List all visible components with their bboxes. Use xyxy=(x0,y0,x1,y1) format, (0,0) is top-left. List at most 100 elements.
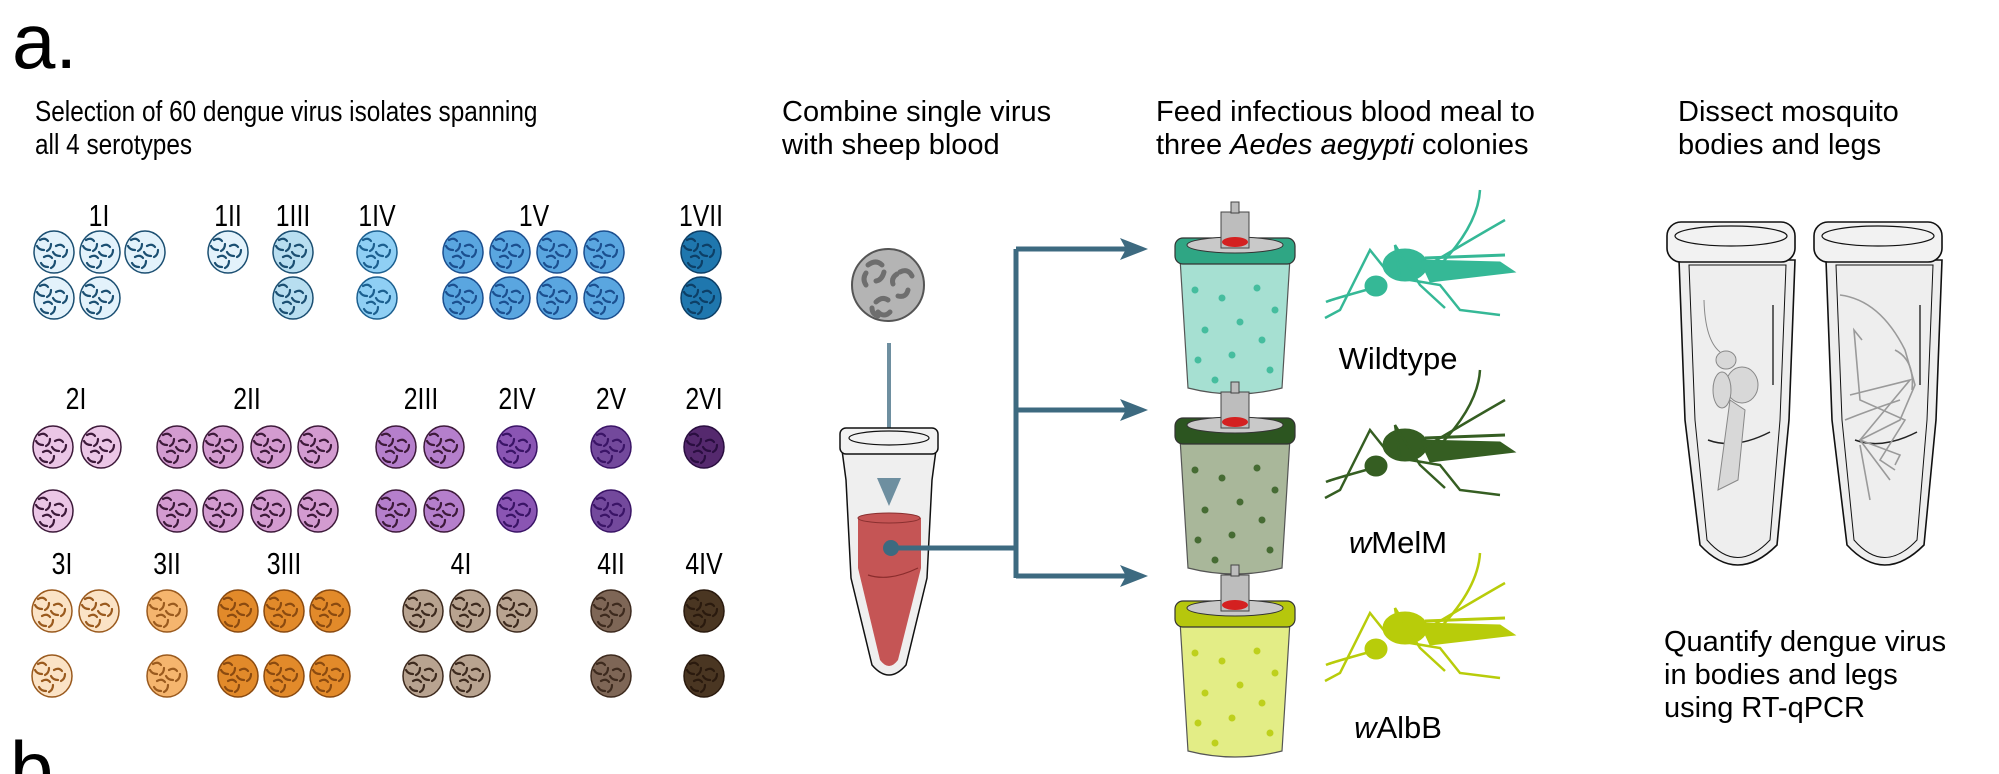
virus-group-label: 1IV xyxy=(358,198,396,233)
species-name: Aedes aegypti xyxy=(1230,129,1414,161)
virus-group-1II xyxy=(207,230,249,274)
virus-group-label: 2V xyxy=(595,381,627,416)
virus-group-3II xyxy=(146,589,188,698)
virus-group-2IV xyxy=(496,425,538,533)
step-quantify-line2: in bodies and legs xyxy=(1664,659,1898,691)
virus-particle-icon xyxy=(156,425,198,469)
virus-group-label: 3I xyxy=(51,546,73,581)
mosquito-cup-icon xyxy=(1174,201,1296,395)
single-virus-icon xyxy=(851,248,925,322)
virus-group-2III xyxy=(375,425,465,533)
virus-group-label: 2II xyxy=(233,381,261,416)
virus-particle-icon xyxy=(536,276,578,320)
virus-group-4IV xyxy=(683,589,725,698)
virus-particle-icon xyxy=(156,489,198,533)
virus-particle-icon xyxy=(146,589,188,633)
step-combine-caption: Combine single virus with sheep blood xyxy=(782,96,1051,162)
mosquito-cup-icon xyxy=(1174,564,1296,758)
virus-particle-icon xyxy=(79,230,121,274)
virus-particle-icon xyxy=(33,230,75,274)
virus-group-label: 1I xyxy=(88,198,110,233)
colony-label-walbb: wAlbB xyxy=(1354,710,1442,745)
virus-particle-icon xyxy=(496,425,538,469)
virus-particle-icon xyxy=(202,425,244,469)
virus-particle-icon xyxy=(449,589,491,633)
step-combine-line2: with sheep blood xyxy=(782,129,1000,161)
virus-particle-icon xyxy=(683,654,725,698)
virus-particle-icon xyxy=(217,654,259,698)
virus-particle-icon xyxy=(309,654,351,698)
virus-particle-icon xyxy=(250,425,292,469)
virus-particle-icon xyxy=(250,489,292,533)
virus-group-4I xyxy=(402,589,538,698)
virus-particle-icon xyxy=(31,589,73,633)
colony-wAlbB xyxy=(1174,552,1517,758)
virus-group-label: 1II xyxy=(214,198,242,233)
step-feed-line2-pre: three xyxy=(1156,129,1231,161)
virus-group-1I xyxy=(33,230,166,320)
step-feed-line2: three Aedes aegypti colonies xyxy=(1156,129,1535,162)
step-selection-caption: Selection of 60 dengue virus isolates sp… xyxy=(35,96,537,162)
virus-particle-icon xyxy=(583,230,625,274)
virus-isolates xyxy=(31,230,725,698)
virus-group-1III xyxy=(272,230,314,320)
virus-particle-icon xyxy=(583,276,625,320)
virus-particle-icon xyxy=(375,425,417,469)
virus-group-1VII xyxy=(680,230,722,320)
step-quantify-caption: Quantify dengue virus in bodies and legs… xyxy=(1664,626,1946,725)
virus-particle-icon xyxy=(496,589,538,633)
virus-particle-icon xyxy=(272,230,314,274)
virus-particle-icon xyxy=(683,589,725,633)
virus-group-2I xyxy=(32,425,122,533)
step-quantify-line3: using RT-qPCR xyxy=(1664,692,1865,724)
mosquito-colonies xyxy=(1174,189,1517,758)
virus-particle-icon xyxy=(489,276,531,320)
virus-group-1V xyxy=(442,230,625,320)
virus-particle-icon xyxy=(207,230,249,274)
virus-particle-icon xyxy=(590,425,632,469)
virus-particle-icon xyxy=(356,276,398,320)
virus-particle-icon xyxy=(80,425,122,469)
virus-particle-icon xyxy=(449,654,491,698)
mosquito-body-icon xyxy=(1703,299,1759,491)
virus-group-4II xyxy=(590,589,632,698)
virus-particle-icon xyxy=(402,589,444,633)
mosquito-icon xyxy=(1324,369,1517,500)
mosquito-icon xyxy=(1324,189,1517,320)
virus-group-label: 2VI xyxy=(685,381,723,416)
virus-group-label: 4I xyxy=(450,546,472,581)
virus-group-3III xyxy=(217,589,351,698)
step-combine-line1: Combine single virus xyxy=(782,96,1052,128)
virus-group-label: 1VII xyxy=(678,198,724,233)
virus-group-1IV xyxy=(356,230,398,320)
arrow-head-icon xyxy=(1120,565,1148,587)
virus-particle-icon xyxy=(272,276,314,320)
virus-particle-icon xyxy=(536,230,578,274)
step-feed-caption: Feed infectious blood meal to three Aede… xyxy=(1156,96,1535,162)
virus-particle-icon xyxy=(590,489,632,533)
virus-particle-icon xyxy=(402,654,444,698)
virus-group-label: 2IV xyxy=(498,381,536,416)
virus-group-label: 2I xyxy=(65,381,87,416)
virus-particle-icon xyxy=(680,276,722,320)
arrow-head-icon xyxy=(1120,238,1148,260)
colony-label-wildtype: Wildtype xyxy=(1338,341,1458,376)
virus-particle-icon xyxy=(680,230,722,274)
mosquito-cup-icon xyxy=(1174,381,1296,575)
mosquito-icon xyxy=(1324,552,1517,683)
step-selection-line2: all 4 serotypes xyxy=(35,129,193,161)
virus-particle-icon xyxy=(442,276,484,320)
virus-particle-icon xyxy=(32,489,74,533)
virus-particle-icon xyxy=(590,589,632,633)
panel-label-a: a. xyxy=(12,0,78,85)
virus-group-label: 4II xyxy=(597,546,625,581)
step-feed-line2-post: colonies xyxy=(1413,129,1529,161)
arrow-head-icon xyxy=(1120,399,1148,421)
blood-tube-icon xyxy=(839,427,939,676)
virus-particle-icon xyxy=(489,230,531,274)
virus-particle-icon xyxy=(33,276,75,320)
feeder-flies xyxy=(1191,464,1279,564)
virus-group-label: 3II xyxy=(153,546,181,581)
virus-group-2V xyxy=(590,425,632,533)
